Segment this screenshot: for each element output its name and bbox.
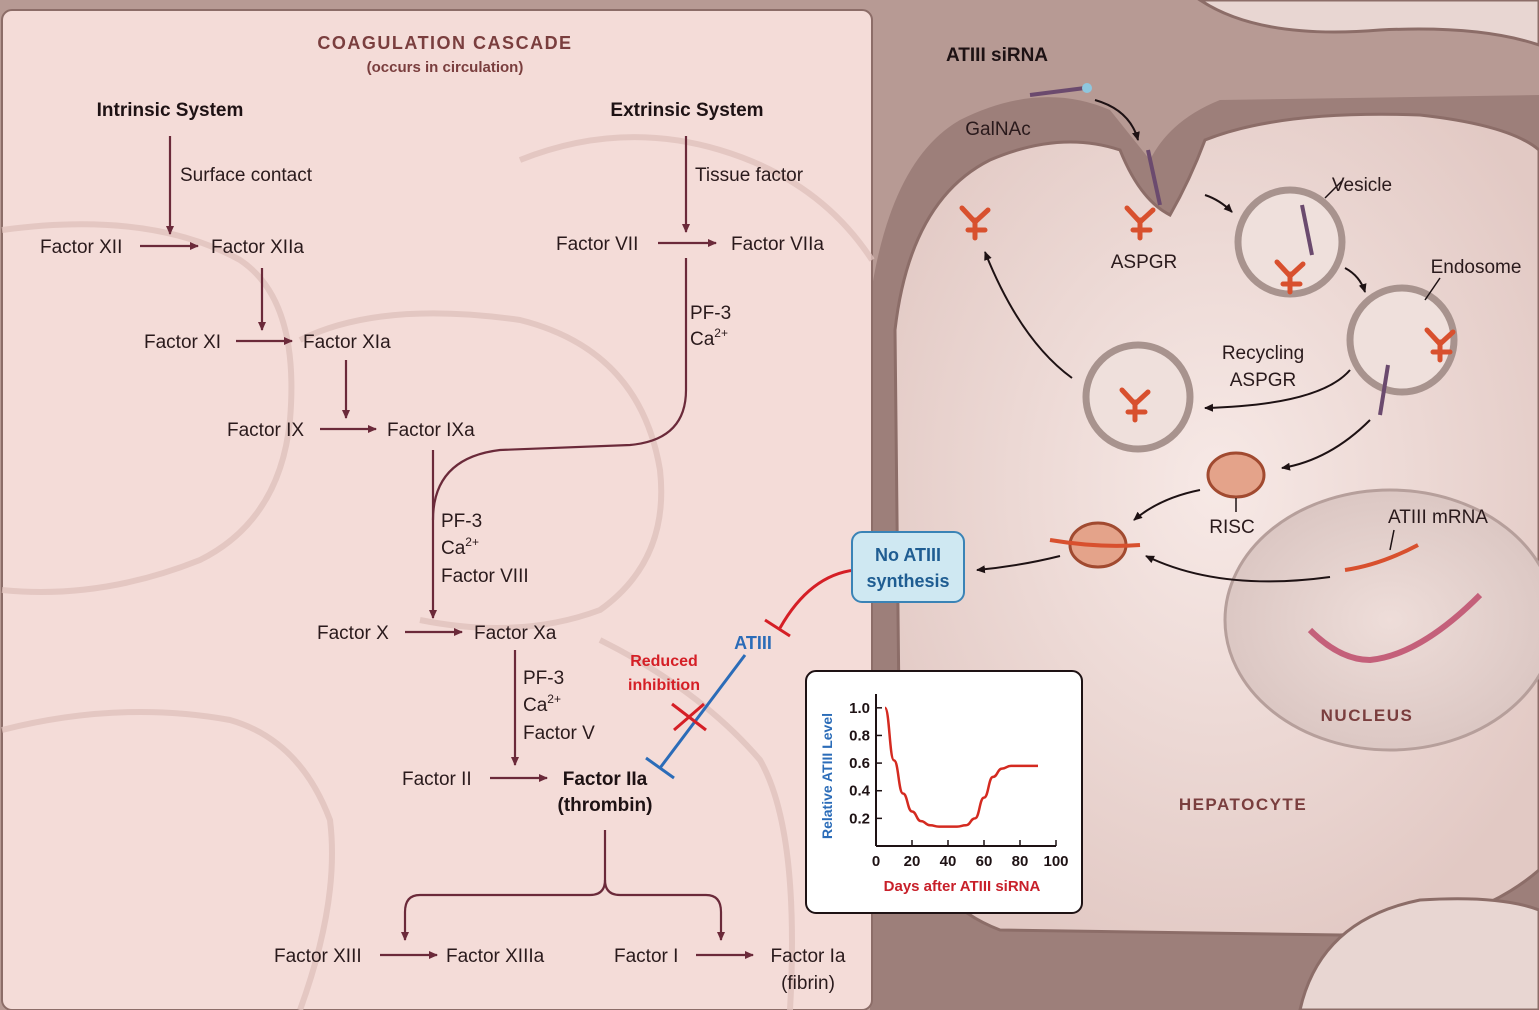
- receptor-icons: [959, 205, 1456, 423]
- factor-xia: Factor XIa: [303, 332, 391, 353]
- factor-iia: Factor IIa: [563, 769, 648, 790]
- arrow-sirna-to-aspgr: [1094, 99, 1140, 141]
- factor-xa: Factor Xa: [474, 623, 557, 644]
- mrna-leader: [1389, 529, 1395, 551]
- vesicle-leader: [1324, 179, 1344, 199]
- reduced-label-1: Reduced: [630, 653, 698, 670]
- arrow-viia-to-x: [429, 258, 688, 619]
- atiii-inhibition-bar: [645, 756, 675, 780]
- arrow-aspgr-to-vesicle: [1204, 194, 1233, 213]
- factor-ixa: Factor IXa: [387, 420, 475, 441]
- thrombin-label: (thrombin): [558, 795, 653, 816]
- arrow-mrna-to-risc: [1145, 555, 1331, 583]
- calcium-label-3: Ca2+: [523, 692, 561, 716]
- sirna-icons: [1029, 86, 1390, 416]
- factor-viii: Factor VIII: [441, 566, 529, 587]
- factor-x: Factor X: [317, 623, 389, 644]
- chart-y-tick-label: 0.2: [849, 810, 870, 827]
- tissue-factor-label: Tissue factor: [695, 165, 804, 186]
- chart-y-tick-label: 0.6: [849, 755, 870, 772]
- mrna-label: ATIII mRNA: [1388, 507, 1488, 528]
- chart-x-tick-label: 100: [1043, 853, 1068, 870]
- arrow-risc-to-mrna: [1133, 489, 1201, 521]
- atiii-label: ATIII: [734, 633, 772, 653]
- endosome-leader: [1424, 277, 1441, 301]
- recycling-label-1: Recycling: [1222, 343, 1304, 364]
- reduced-cross-2: [673, 702, 705, 732]
- arrow-iia-to-xiii: [401, 830, 607, 941]
- arrow-recycling-to-membrane: [984, 251, 1073, 379]
- chart-y-tick-label: 0.4: [849, 783, 871, 800]
- factor-i: Factor I: [614, 946, 678, 967]
- chart-y-tick-label: 1.0: [849, 700, 870, 717]
- recycling-vesicle: [1082, 341, 1194, 453]
- cascade-subtitle: (occurs in circulation): [367, 59, 524, 76]
- risc-label: RISC: [1209, 517, 1254, 538]
- arrow-risc-to-no-synthesis: [976, 555, 1061, 574]
- chart-x-tick-label: 20: [904, 853, 921, 870]
- galnac-label: GalNAc: [965, 119, 1030, 140]
- intrinsic-system-label: Intrinsic System: [97, 100, 244, 121]
- pf3-label-2: PF-3: [441, 511, 482, 532]
- nucleus-label: NUCLEUS: [1321, 706, 1414, 725]
- chart-x-label: Days after ATIII siRNA: [884, 878, 1041, 895]
- arrow-vesicle-to-endosome: [1344, 267, 1367, 293]
- chart-x-tick-label: 80: [1012, 853, 1029, 870]
- factor-xiii: Factor XIII: [274, 946, 362, 967]
- factor-ii: Factor II: [402, 769, 472, 790]
- nucleus: [1223, 488, 1539, 752]
- factor-vii: Factor VII: [556, 234, 638, 255]
- galnac-icon: [1082, 83, 1092, 93]
- dna-strand: [1307, 592, 1483, 664]
- arrow-endosome-to-recycling: [1204, 369, 1351, 412]
- atiii-mrna-strand: [1344, 543, 1419, 572]
- factor-viia: Factor VIIa: [731, 234, 824, 255]
- chart-frame: [805, 670, 1083, 914]
- no-synthesis-inhibit-line: [778, 568, 856, 629]
- no-synthesis-label-1: No ATIII: [875, 545, 941, 565]
- chart-x-tick-label: 40: [940, 853, 957, 870]
- factor-xi: Factor XI: [144, 332, 221, 353]
- calcium-label-1: Ca2+: [690, 326, 728, 350]
- extrinsic-system-label: Extrinsic System: [610, 100, 763, 121]
- atiii-inhibition-line: [658, 654, 747, 769]
- fibrin-label: (fibrin): [781, 973, 835, 994]
- factor-ia: Factor Ia: [771, 946, 846, 967]
- recycling-label-2: ASPGR: [1230, 370, 1297, 391]
- endosome-label: Endosome: [1431, 257, 1522, 278]
- cascade-title: COAGULATION CASCADE: [317, 33, 572, 53]
- hepatocyte-label: HEPATOCYTE: [1179, 795, 1307, 814]
- cascade-panel: [1, 9, 875, 1010]
- chart-series-line: [883, 706, 1038, 828]
- sirna-label: ATIII siRNA: [946, 45, 1048, 66]
- risc-complex: [1206, 451, 1266, 499]
- surface-contact-label: Surface contact: [180, 165, 313, 186]
- endosome: [1346, 284, 1458, 396]
- pf3-label-1: PF-3: [690, 303, 731, 324]
- factor-xiia: Factor XIIa: [211, 237, 304, 258]
- pf3-label-3: PF-3: [523, 668, 564, 689]
- aspgr-label: ASPGR: [1111, 252, 1178, 273]
- no-synthesis-inhibit-bar: [764, 618, 791, 638]
- factor-v: Factor V: [523, 723, 595, 744]
- cleaved-mrna: [1049, 538, 1141, 548]
- arrow-iia-to-i: [603, 879, 725, 941]
- chart-y-label: Relative ATIII Level: [819, 713, 835, 839]
- no-synthesis-box: [851, 531, 965, 603]
- factor-ix: Factor IX: [227, 420, 304, 441]
- atiii-level-chart: 0 20 40 60 80 100 0.2 0.4 0.6 0.8 1.0 Relative ATI…: [805, 670, 1083, 914]
- factor-xiiia: Factor XIIIa: [446, 946, 545, 967]
- reduced-label-2: inhibition: [628, 677, 700, 694]
- factor-xii: Factor XII: [40, 237, 122, 258]
- chart-y-tick-label: 0.8: [849, 727, 870, 744]
- arrow-endosome-to-risc: [1281, 419, 1371, 471]
- no-synthesis-label-2: synthesis: [866, 571, 949, 591]
- vesicle-label: Vesicle: [1332, 175, 1392, 196]
- calcium-label-2: Ca2+: [441, 535, 479, 559]
- chart-x-tick-label: 60: [976, 853, 993, 870]
- chart-x-tick-label: 0: [872, 853, 880, 870]
